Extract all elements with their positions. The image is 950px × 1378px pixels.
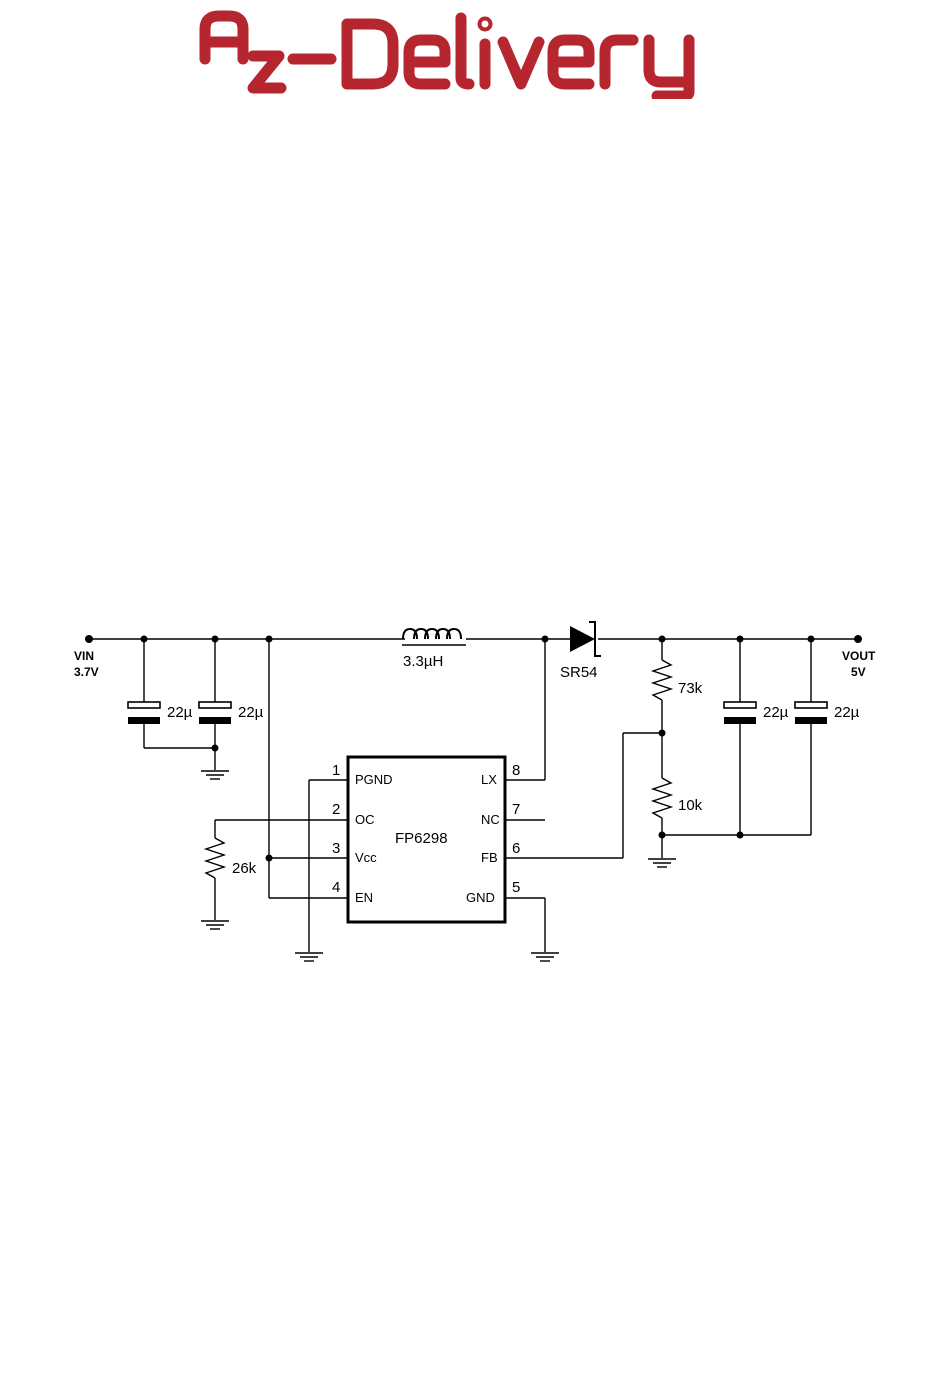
resistor-73k-label: 73k	[678, 680, 703, 697]
output-cap-1	[724, 702, 756, 708]
pin-6-name: FB	[481, 850, 498, 865]
pin-5-name: GND	[466, 890, 495, 905]
vin-label: VIN	[74, 649, 94, 663]
inductor-label: 3.3µH	[403, 653, 443, 670]
pin-3-name: Vcc	[355, 850, 377, 865]
input-cap-2	[199, 702, 231, 708]
pin-4-name: EN	[355, 890, 373, 905]
output-cap-1-label: 22µ	[763, 704, 789, 721]
pin-5-number: 5	[512, 879, 520, 896]
pin-7-name: NC	[481, 812, 500, 827]
resistor-26k-label: 26k	[232, 860, 257, 877]
vin-voltage: 3.7V	[74, 665, 99, 679]
vout-terminal	[854, 635, 862, 643]
ground-symbol	[531, 953, 559, 961]
ground-symbol	[295, 953, 323, 961]
output-cap-2	[795, 702, 827, 708]
diode-symbol	[570, 626, 595, 652]
resistor-26k	[206, 838, 224, 878]
pin-8-number: 8	[512, 762, 520, 779]
vout-voltage: 5V	[851, 665, 866, 679]
pin-7-number: 7	[512, 801, 520, 818]
pin-4-number: 4	[332, 879, 340, 896]
output-cap-2-label: 22µ	[834, 704, 860, 721]
resistor-10k-label: 10k	[678, 797, 703, 814]
pin-3-number: 3	[332, 840, 340, 857]
diode-label: SR54	[560, 664, 598, 681]
resistor-10k	[653, 778, 671, 818]
vout-label: VOUT	[842, 649, 876, 663]
inductor-symbol	[403, 629, 461, 639]
pin-8-name: LX	[481, 772, 497, 787]
ground-symbol	[648, 859, 676, 867]
ground-symbol	[201, 921, 229, 929]
pin-1-number: 1	[332, 762, 340, 779]
input-cap-2-label: 22µ	[238, 704, 264, 721]
ic-name: FP6298	[395, 830, 448, 847]
vin-terminal	[85, 635, 93, 643]
pin-2-name: OC	[355, 812, 375, 827]
input-cap-1-label: 22µ	[167, 704, 193, 721]
pin-6-number: 6	[512, 840, 520, 857]
input-cap-1	[128, 702, 160, 708]
ground-symbol	[201, 771, 229, 779]
pin-2-number: 2	[332, 801, 340, 818]
pin-1-name: PGND	[355, 772, 393, 787]
resistor-73k	[653, 660, 671, 700]
